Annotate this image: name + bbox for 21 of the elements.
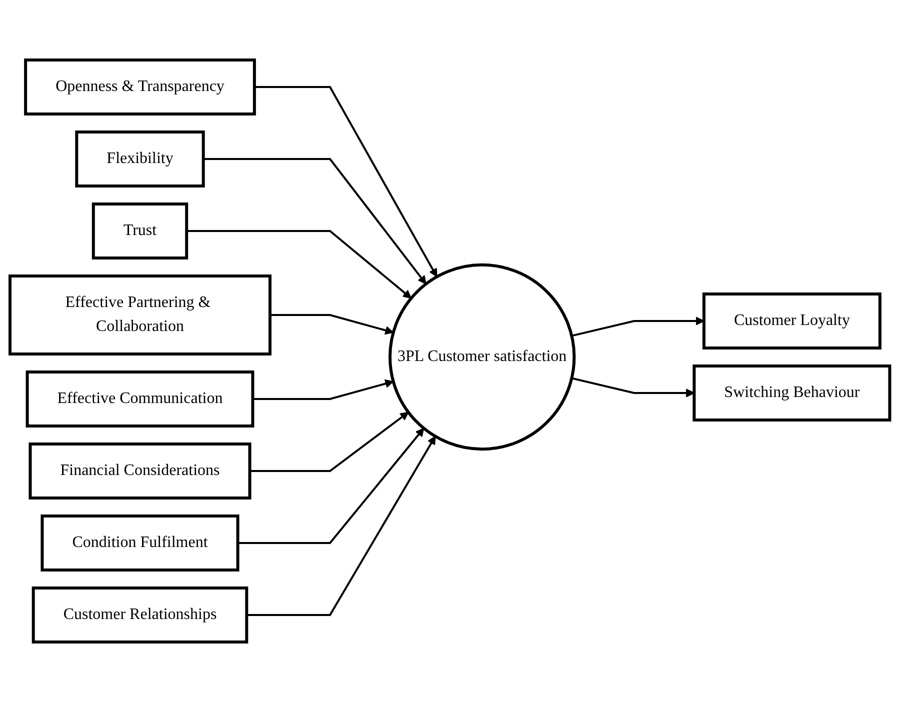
arrow [270,314,394,335]
arrow [572,316,704,337]
node-box: Condition Fulfilment [40,514,240,572]
arrow [252,379,394,400]
node-box: Switching Behaviour [692,364,892,422]
arrow [246,436,436,616]
node-box: Effective Partnering & Collaboration [8,274,272,356]
node-box: Financial Considerations [28,442,252,500]
arrow [238,428,424,544]
node-box: Trust [92,202,188,260]
node-box: Customer Relationships [32,586,248,644]
node-box: Flexibility [75,130,205,188]
node-box: Customer Loyalty [702,292,882,350]
node-box: Effective Communication [26,370,254,428]
arrow [572,377,695,398]
arrow [254,86,438,278]
arrow [186,230,412,299]
arrow [203,158,427,284]
node-box: Openness & Transparency [24,58,256,116]
node-circle: 3PL Customer satisfaction [388,263,576,451]
arrow [250,412,409,472]
